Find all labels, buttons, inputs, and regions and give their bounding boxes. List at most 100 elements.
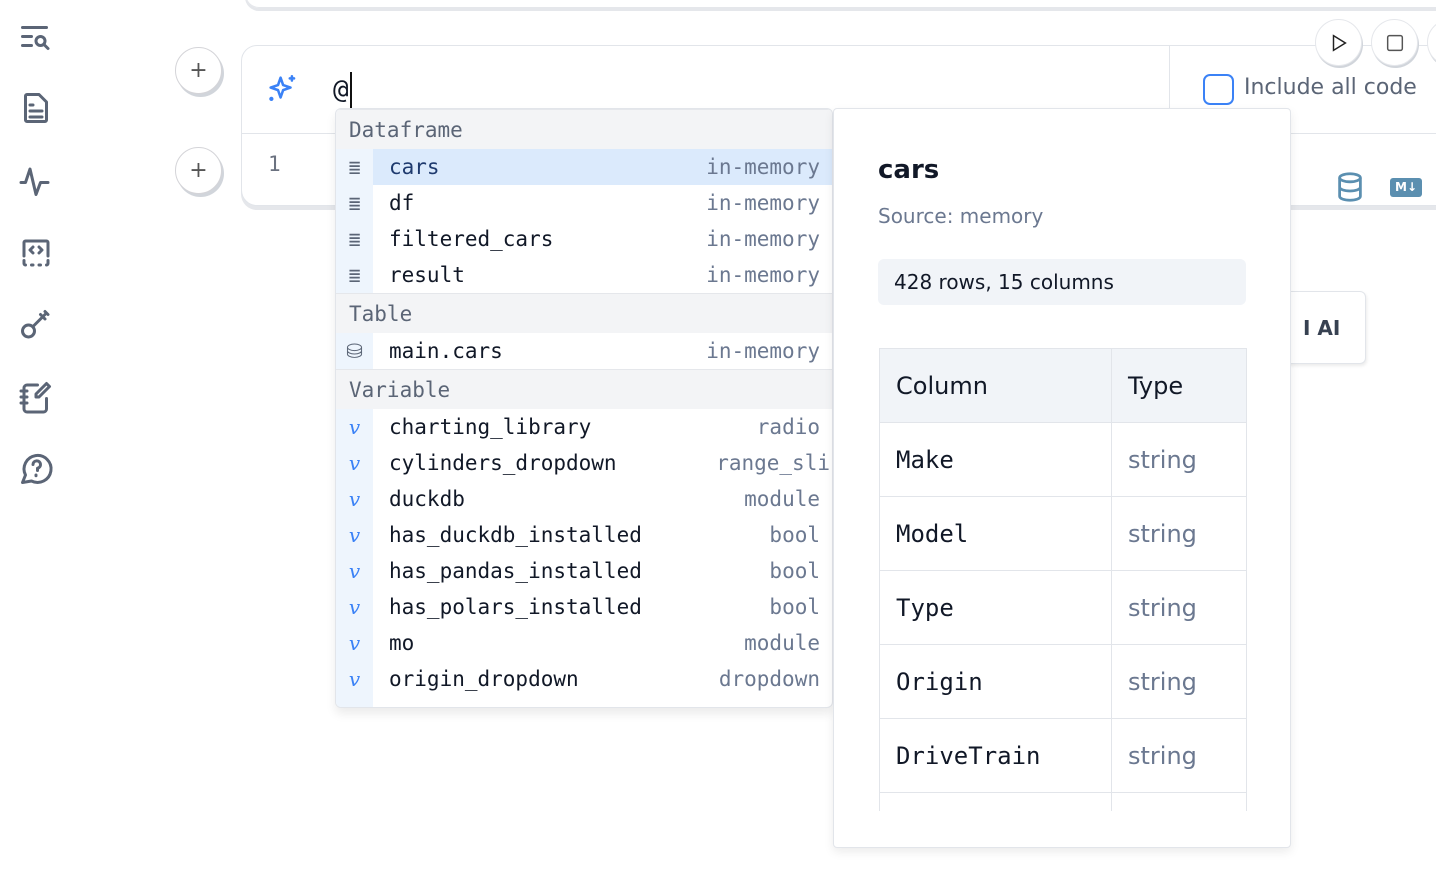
list-item[interactable]: v has_polars_installed bool: [336, 589, 832, 625]
ai-prompt-input[interactable]: @: [333, 72, 352, 108]
notebook-pen-icon[interactable]: [16, 377, 56, 417]
dataframe-icon: ≣: [348, 263, 361, 287]
variable-icon: v: [348, 415, 361, 439]
key-icon[interactable]: [16, 305, 56, 345]
item-name: df: [389, 191, 415, 215]
variable-icon: v: [348, 523, 361, 547]
item-type: bool: [769, 595, 820, 619]
column-type: string: [1128, 445, 1197, 474]
list-item[interactable]: v has_pandas_installed bool: [336, 553, 832, 589]
item-name: has_pandas_installed: [389, 559, 642, 583]
list-item[interactable]: v origin_dropdown dropdown: [336, 661, 832, 697]
dataframe-icon: ≣: [348, 155, 361, 179]
dataframe-icon: ≣: [348, 191, 361, 215]
list-item[interactable]: v has_duckdb_installed bool: [336, 517, 832, 553]
table-row: DriveTrain string: [880, 719, 1246, 793]
detail-summary: 428 rows, 15 columns: [878, 259, 1246, 305]
table-row: Make string: [880, 423, 1246, 497]
item-type: in-memory: [706, 227, 820, 251]
item-type: in-memory: [706, 339, 820, 363]
code-snippet-icon[interactable]: [16, 233, 56, 273]
include-all-code-label[interactable]: Include all code: [1244, 75, 1417, 100]
item-name: cars: [389, 155, 440, 179]
item-type: range_sli: [716, 451, 830, 475]
item-name: main.cars: [389, 339, 503, 363]
item-type: dropdown: [718, 667, 820, 691]
item-name: mo: [389, 631, 415, 655]
header-type: Type: [1128, 371, 1184, 400]
column-name: Origin: [880, 645, 1112, 718]
help-bubble-icon[interactable]: [16, 449, 56, 489]
section-header: Variable: [336, 369, 832, 409]
list-item[interactable]: ⛁ main.cars in-memory: [336, 333, 832, 369]
variable-icon: v: [348, 559, 361, 583]
divider: [1169, 45, 1170, 134]
column-name: Model: [880, 497, 1112, 570]
item-name: cylinders_dropdown: [389, 451, 617, 475]
list-item[interactable]: ≣ result in-memory: [336, 257, 832, 293]
detail-title: cars: [878, 155, 940, 185]
section-header: Dataframe: [336, 109, 832, 149]
variable-icon: v: [348, 667, 361, 691]
run-button[interactable]: [1315, 19, 1362, 66]
table-row: [880, 793, 1246, 811]
item-name: duckdb: [389, 487, 465, 511]
stop-button[interactable]: [1371, 19, 1418, 66]
add-cell-button[interactable]: +: [175, 47, 222, 94]
document-icon[interactable]: [16, 88, 56, 128]
item-name: has_polars_installed: [389, 595, 642, 619]
item-type: module: [744, 631, 820, 655]
table-row: Model string: [880, 497, 1246, 571]
dataframe-icon: ≣: [348, 227, 361, 251]
item-name: origin_dropdown: [389, 667, 579, 691]
header-column: Column: [880, 349, 1112, 422]
item-name: charting_library: [389, 415, 592, 439]
variable-icon: v: [348, 631, 361, 655]
dataframe-detail-panel: cars Source: memory 428 rows, 15 columns…: [833, 108, 1291, 848]
markdown-icon[interactable]: M↓: [1390, 178, 1422, 197]
include-all-code-checkbox[interactable]: [1203, 74, 1234, 105]
list-item[interactable]: v duckdb module: [336, 481, 832, 517]
ai-sparkle-icon: [265, 72, 299, 106]
autocomplete-dropdown: Dataframe ≣ cars in-memory ≣ df in-memory ≣ f…: [335, 108, 833, 708]
column-name: DriveTrain: [880, 719, 1112, 792]
table-header: Column Type: [880, 349, 1246, 423]
variable-icon: v: [348, 487, 361, 511]
column-type: string: [1128, 667, 1197, 696]
line-number: 1: [268, 152, 281, 176]
column-type: string: [1128, 519, 1197, 548]
add-cell-button[interactable]: +: [175, 147, 222, 194]
item-name: filtered_cars: [389, 227, 554, 251]
list-item[interactable]: v mo module: [336, 625, 832, 661]
list-item[interactable]: ≣ cars in-memory: [336, 149, 832, 185]
table-row: Origin string: [880, 645, 1246, 719]
item-type: module: [744, 487, 820, 511]
column-name: Make: [880, 423, 1112, 496]
item-type: bool: [769, 559, 820, 583]
detail-source: Source: memory: [878, 204, 1044, 228]
variable-icon: v: [348, 595, 361, 619]
list-item[interactable]: ≣ filtered_cars in-memory: [336, 221, 832, 257]
list-item[interactable]: ≣ df in-memory: [336, 185, 832, 221]
item-type: in-memory: [706, 263, 820, 287]
column-name: Type: [880, 571, 1112, 644]
list-item[interactable]: v charting_library radio: [336, 409, 832, 445]
table-database-icon: ⛁: [346, 339, 363, 363]
previous-cell: [245, 0, 1436, 8]
item-name: result: [389, 263, 465, 287]
list-item[interactable]: v cylinders_dropdown range_sli: [336, 445, 832, 481]
column-type: string: [1128, 741, 1197, 770]
database-icon[interactable]: [1336, 172, 1364, 206]
item-type: in-memory: [706, 155, 820, 179]
item-name: has_duckdb_installed: [389, 523, 642, 547]
section-header: Table: [336, 293, 832, 333]
item-type: in-memory: [706, 191, 820, 215]
table-row: Type string: [880, 571, 1246, 645]
item-type: radio: [756, 415, 820, 439]
variable-icon: v: [348, 451, 361, 475]
item-type: bool: [769, 523, 820, 547]
outline-search-icon[interactable]: [16, 18, 56, 58]
column-type: string: [1128, 593, 1197, 622]
activity-icon[interactable]: [16, 161, 56, 201]
